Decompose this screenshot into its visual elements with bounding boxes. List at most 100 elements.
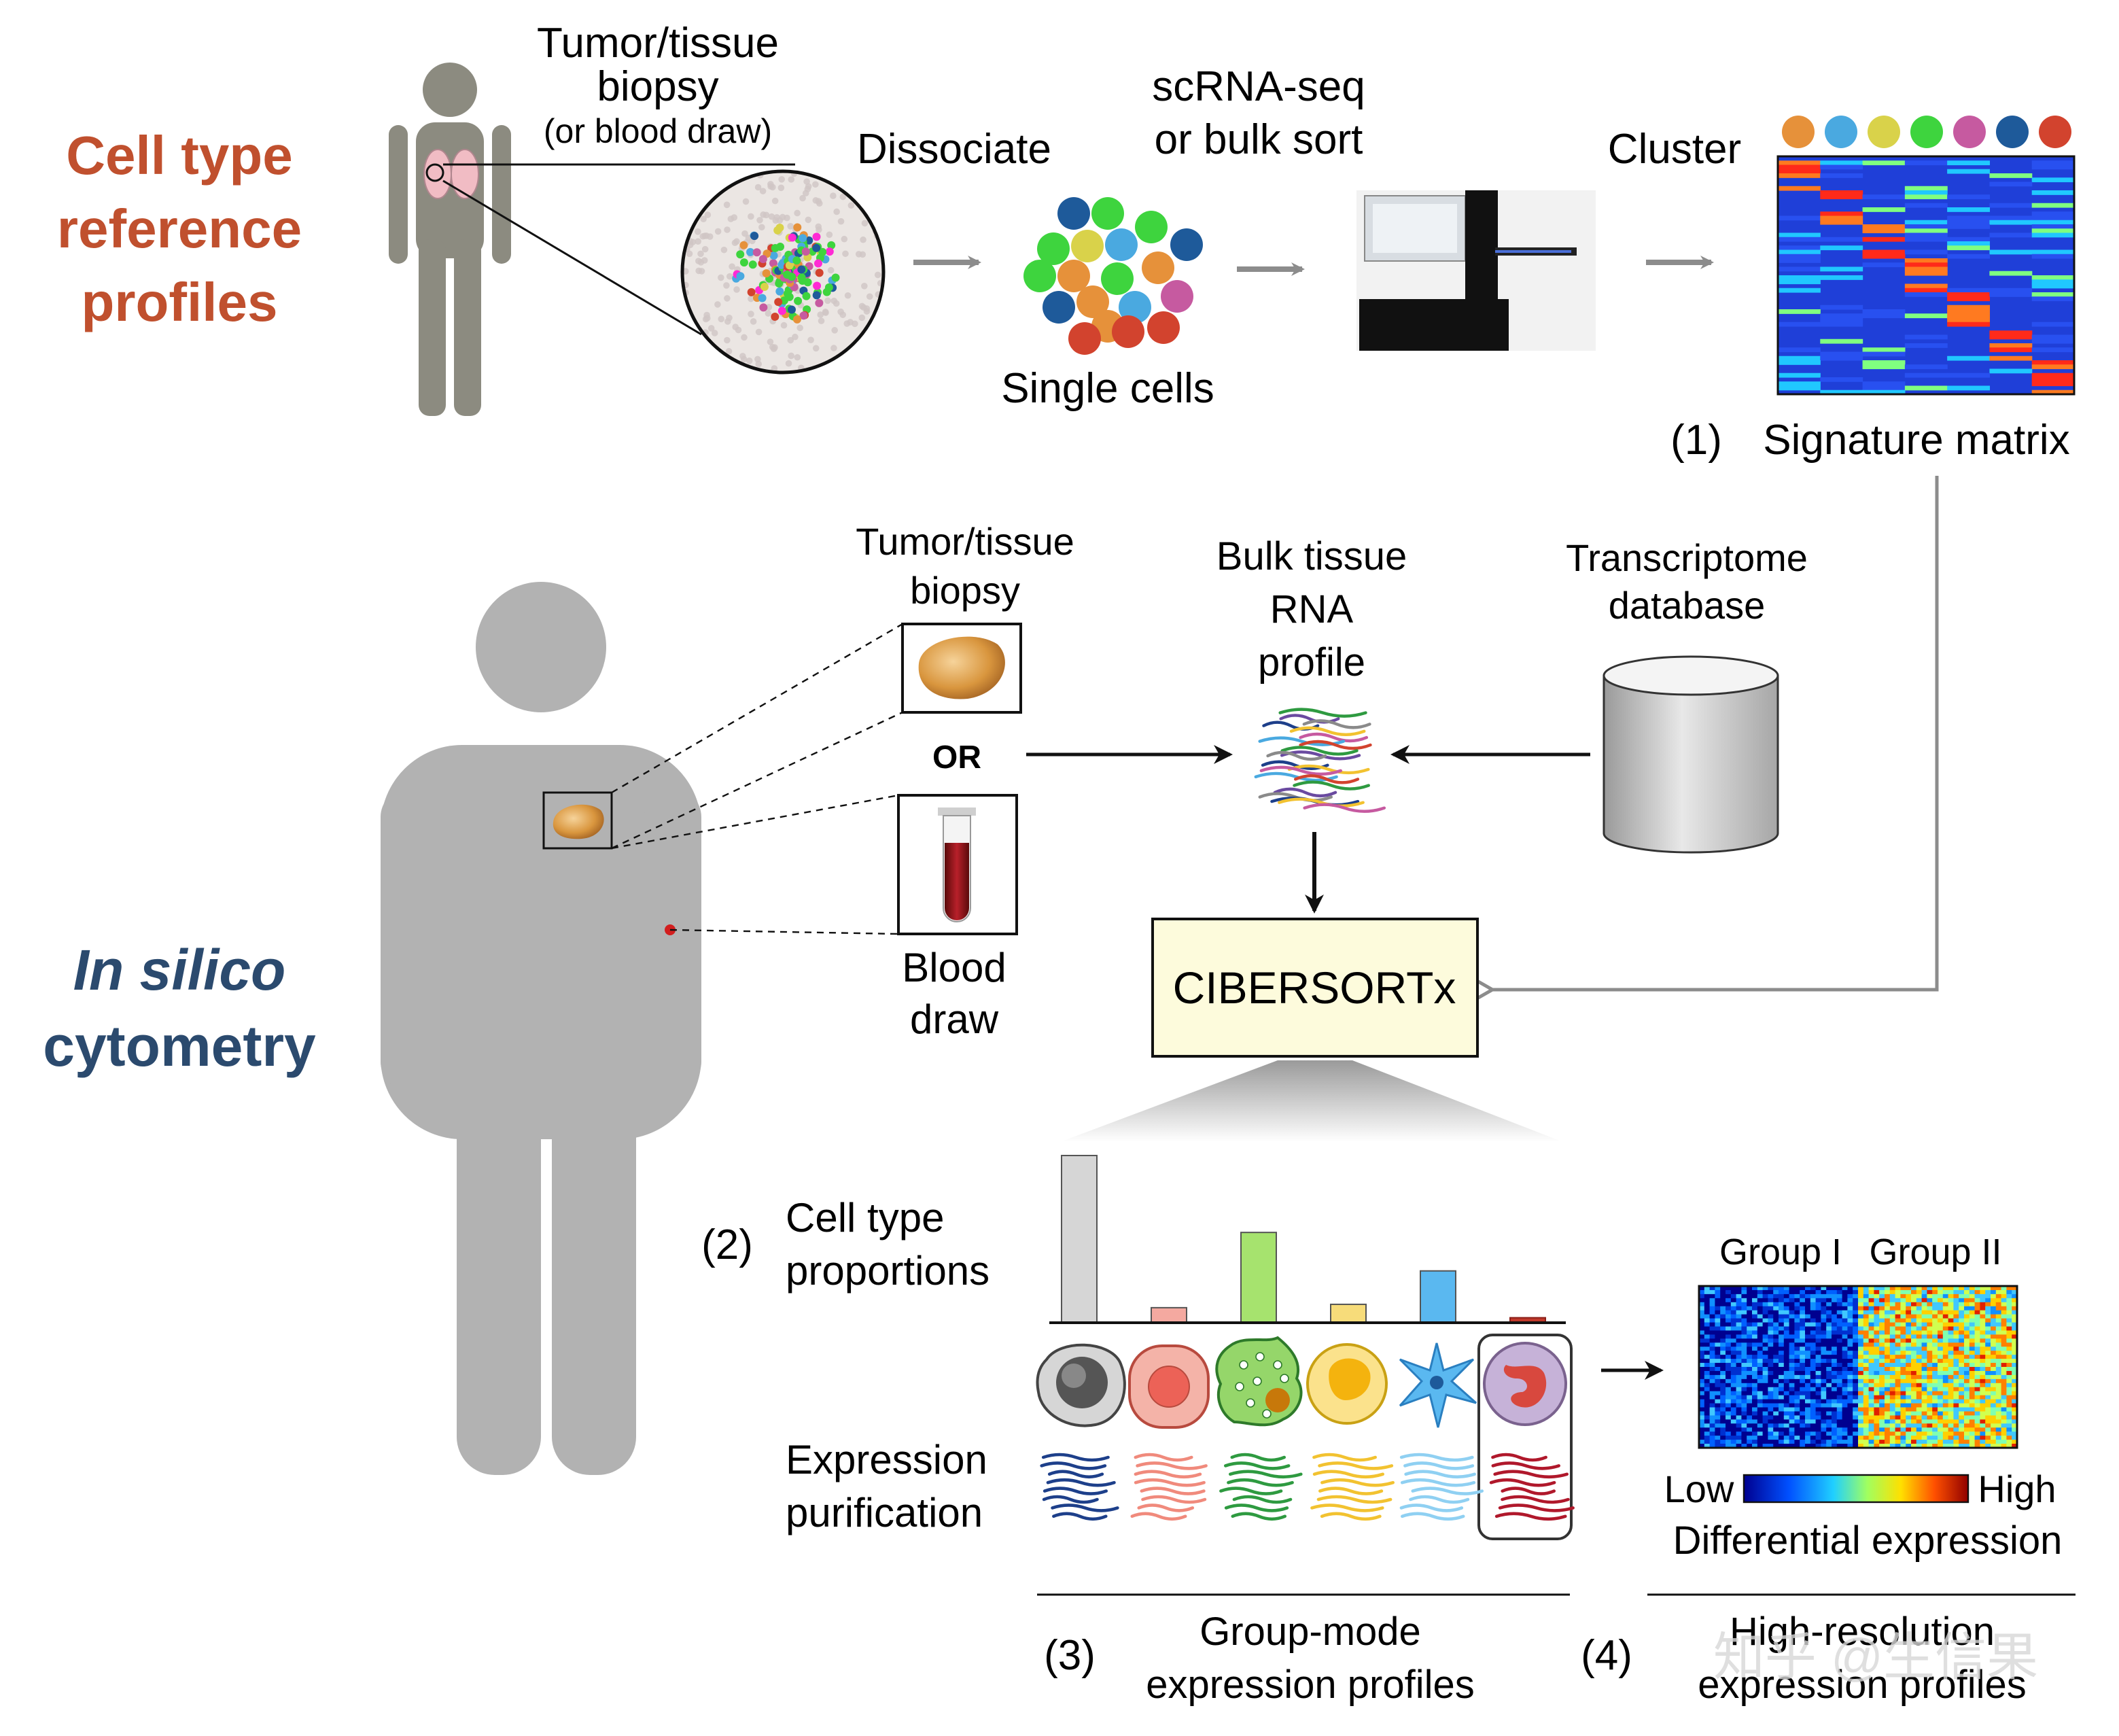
gray-cell-icon <box>1036 1343 1126 1427</box>
cibersortx-label: CIBERSORTx <box>1173 962 1456 1013</box>
bulk-profile-label: Bulk tissue RNA profile <box>1216 534 1407 684</box>
single-cells-icon <box>1023 197 1203 355</box>
output-fan <box>1060 1060 1563 1142</box>
reference-title-line3: profiles <box>82 272 278 332</box>
props-line2: proportions <box>786 1248 990 1294</box>
cell-type-proportions-chart <box>1061 1155 1546 1324</box>
single-cells-label: Single cells <box>1001 365 1214 412</box>
cytometry-title-line2: cytometry <box>43 1014 316 1078</box>
cluster-dot <box>2039 116 2071 148</box>
high-res-number: (4) <box>1581 1632 1632 1679</box>
small-human-figure <box>389 63 511 416</box>
purified-expression-waves <box>1040 1453 1575 1521</box>
blood-tube-box <box>897 794 1018 935</box>
cluster-dot <box>1868 116 1900 148</box>
colorbar <box>1743 1474 1969 1504</box>
mid-biopsy-line1: Tumor/tissue <box>856 520 1074 563</box>
cluster-dot <box>1996 116 2029 148</box>
low-label: Low <box>1664 1468 1734 1510</box>
tumor-sample-box <box>901 623 1022 714</box>
zoom-lines <box>442 163 795 336</box>
bar <box>1151 1306 1187 1323</box>
expression-wave-group <box>1040 1453 1119 1521</box>
high-res-label: High-resolution expression profiles <box>1698 1610 2027 1707</box>
expression-wave-group <box>1489 1453 1575 1521</box>
top-biopsy-label: Tumor/tissue biopsy (or blood draw) <box>537 20 779 150</box>
purple-cell-icon <box>1477 1334 1573 1540</box>
expression-wave-group <box>1130 1453 1208 1521</box>
mid-biopsy-label: Tumor/tissue biopsy <box>856 520 1074 612</box>
or-label: OR <box>932 740 981 776</box>
watermark: 知乎 @生信果 <box>1713 1629 2038 1686</box>
seq-line2: or bulk sort <box>1155 116 1363 163</box>
proportions-number: (2) <box>701 1221 753 1268</box>
expression-wave-group <box>1399 1453 1484 1521</box>
body-tumor-inset <box>542 791 613 850</box>
db-line2: database <box>1609 584 1765 627</box>
database-label: Transcriptome database <box>1566 536 1808 627</box>
reference-title-line2: reference <box>57 198 302 259</box>
reference-title: Cell type reference profiles <box>57 125 302 332</box>
blood-line1: Blood <box>902 945 1006 990</box>
cytometry-title-line1: In silico <box>73 938 286 1002</box>
group-line2: expression profiles <box>1146 1663 1475 1707</box>
group-line1: Group-mode <box>1199 1610 1421 1654</box>
cluster-label: Cluster <box>1608 126 1741 173</box>
proportions-label: Cell type proportions <box>786 1195 990 1294</box>
diff-expr-label: Differential expression <box>1673 1518 2063 1563</box>
signature-label: Signature matrix <box>1763 417 2069 464</box>
differential-expression-heatmap <box>1699 1286 2018 1448</box>
group-mode-label: Group-mode expression profiles <box>1146 1610 1475 1707</box>
seq-label: scRNA-seq or bulk sort <box>1152 63 1365 163</box>
cluster-dot <box>1825 116 1857 148</box>
db-line1: Transcriptome <box>1566 536 1808 579</box>
props-line1: Cell type <box>786 1195 944 1240</box>
cluster-color-dots <box>1782 116 2071 148</box>
high-label: High <box>1978 1468 2056 1510</box>
mid-biopsy-line2: biopsy <box>910 569 1020 612</box>
group-mode-number: (3) <box>1044 1632 1096 1679</box>
bar <box>1061 1155 1098 1323</box>
signature-number: (1) <box>1670 417 1722 464</box>
group2-label: Group II <box>1869 1232 2001 1272</box>
red-cell-icon <box>1128 1344 1210 1429</box>
dashed-connectors <box>611 623 903 935</box>
signature-to-cibersort-line <box>1492 476 1939 990</box>
bar <box>1420 1270 1456 1323</box>
dissociate-label: Dissociate <box>857 126 1051 173</box>
bulk-rna-waves <box>1254 708 1386 813</box>
lungs-icon <box>423 149 479 199</box>
hires-line2: expression profiles <box>1698 1663 2027 1707</box>
bulk-line2: RNA <box>1270 587 1354 631</box>
bulk-line3: profile <box>1258 640 1365 684</box>
purif-line1: Expression <box>786 1437 987 1482</box>
purif-line2: purification <box>786 1490 983 1535</box>
blood-draw-label: Blood draw <box>902 945 1006 1042</box>
cluster-dot <box>1953 116 1986 148</box>
cytometry-title: In silico cytometry <box>43 938 316 1078</box>
top-biopsy-line1: Tumor/tissue <box>537 20 779 67</box>
signature-matrix-heatmap <box>1778 156 2075 395</box>
group1-label: Group I <box>1719 1232 1842 1272</box>
reference-title-line1: Cell type <box>66 125 292 186</box>
top-biopsy-line3: (or blood draw) <box>544 112 772 150</box>
bulk-line1: Bulk tissue <box>1216 534 1407 578</box>
seq-line1: scRNA-seq <box>1152 63 1365 110</box>
large-human-figure <box>381 582 701 1475</box>
bar <box>1330 1303 1367 1323</box>
purification-label: Expression purification <box>786 1437 987 1535</box>
cluster-dot <box>1910 116 1943 148</box>
expression-wave-group <box>1310 1453 1395 1521</box>
cibersortx-box: CIBERSORTx <box>1151 918 1479 1058</box>
cell-icons <box>1036 1334 1573 1540</box>
bar <box>1240 1232 1277 1324</box>
cluster-dot <box>1782 116 1815 148</box>
sequencer-icon <box>1356 190 1596 351</box>
tissue-zoom-circle <box>680 169 886 375</box>
database-icon <box>1603 655 1779 854</box>
blood-line2: draw <box>910 996 999 1042</box>
top-biopsy-line2: biopsy <box>597 63 718 110</box>
green-cell-icon <box>1215 1336 1303 1427</box>
yellow-cell-icon <box>1306 1343 1388 1425</box>
